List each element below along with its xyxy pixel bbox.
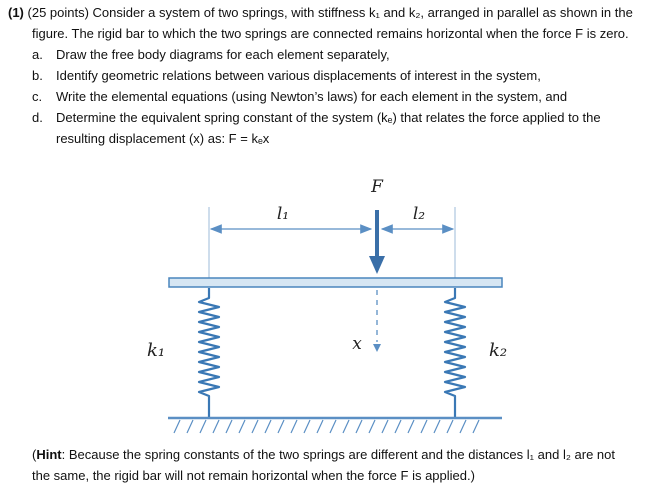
ground: [168, 416, 502, 434]
ground-hatching: [173, 419, 480, 434]
question-item-a: a.Draw the free body diagrams for each e…: [32, 47, 390, 62]
question-item-d: d.Determine the equivalent spring consta…: [32, 110, 601, 146]
question-item-c: c.Write the elemental equations (using N…: [32, 89, 568, 104]
spring-k2: [443, 288, 467, 418]
question-item-b: b.Identify geometric relations between v…: [32, 68, 541, 83]
question-items: a.Draw the free body diagrams for each e…: [8, 44, 638, 149]
hint-block: (Hint: Because the spring constants of t…: [32, 444, 632, 486]
k1-label: k₁: [147, 340, 165, 361]
rigid-bar: [168, 277, 503, 288]
force-arrow-head: [369, 256, 385, 274]
question-intro: (1) (25 points) Consider a system of two…: [8, 2, 638, 44]
spring-k1: [197, 288, 221, 418]
l1-label: l₁: [277, 204, 289, 224]
hint-body: : Because the spring constants of the tw…: [32, 447, 615, 483]
l2-label: l₂: [413, 204, 425, 224]
hint-text: (Hint: Because the spring constants of t…: [32, 447, 615, 483]
force-label: F: [370, 177, 384, 197]
x-label: x: [352, 334, 362, 354]
hint-label: Hint: [36, 447, 62, 462]
question-number: (1): [8, 5, 24, 20]
question-block: (1) (25 points) Consider a system of two…: [8, 2, 638, 149]
question-intro-text: (25 points) Consider a system of two spr…: [27, 5, 633, 41]
displacement-arrow-head: [373, 344, 381, 352]
k2-label: k₂: [489, 340, 507, 361]
